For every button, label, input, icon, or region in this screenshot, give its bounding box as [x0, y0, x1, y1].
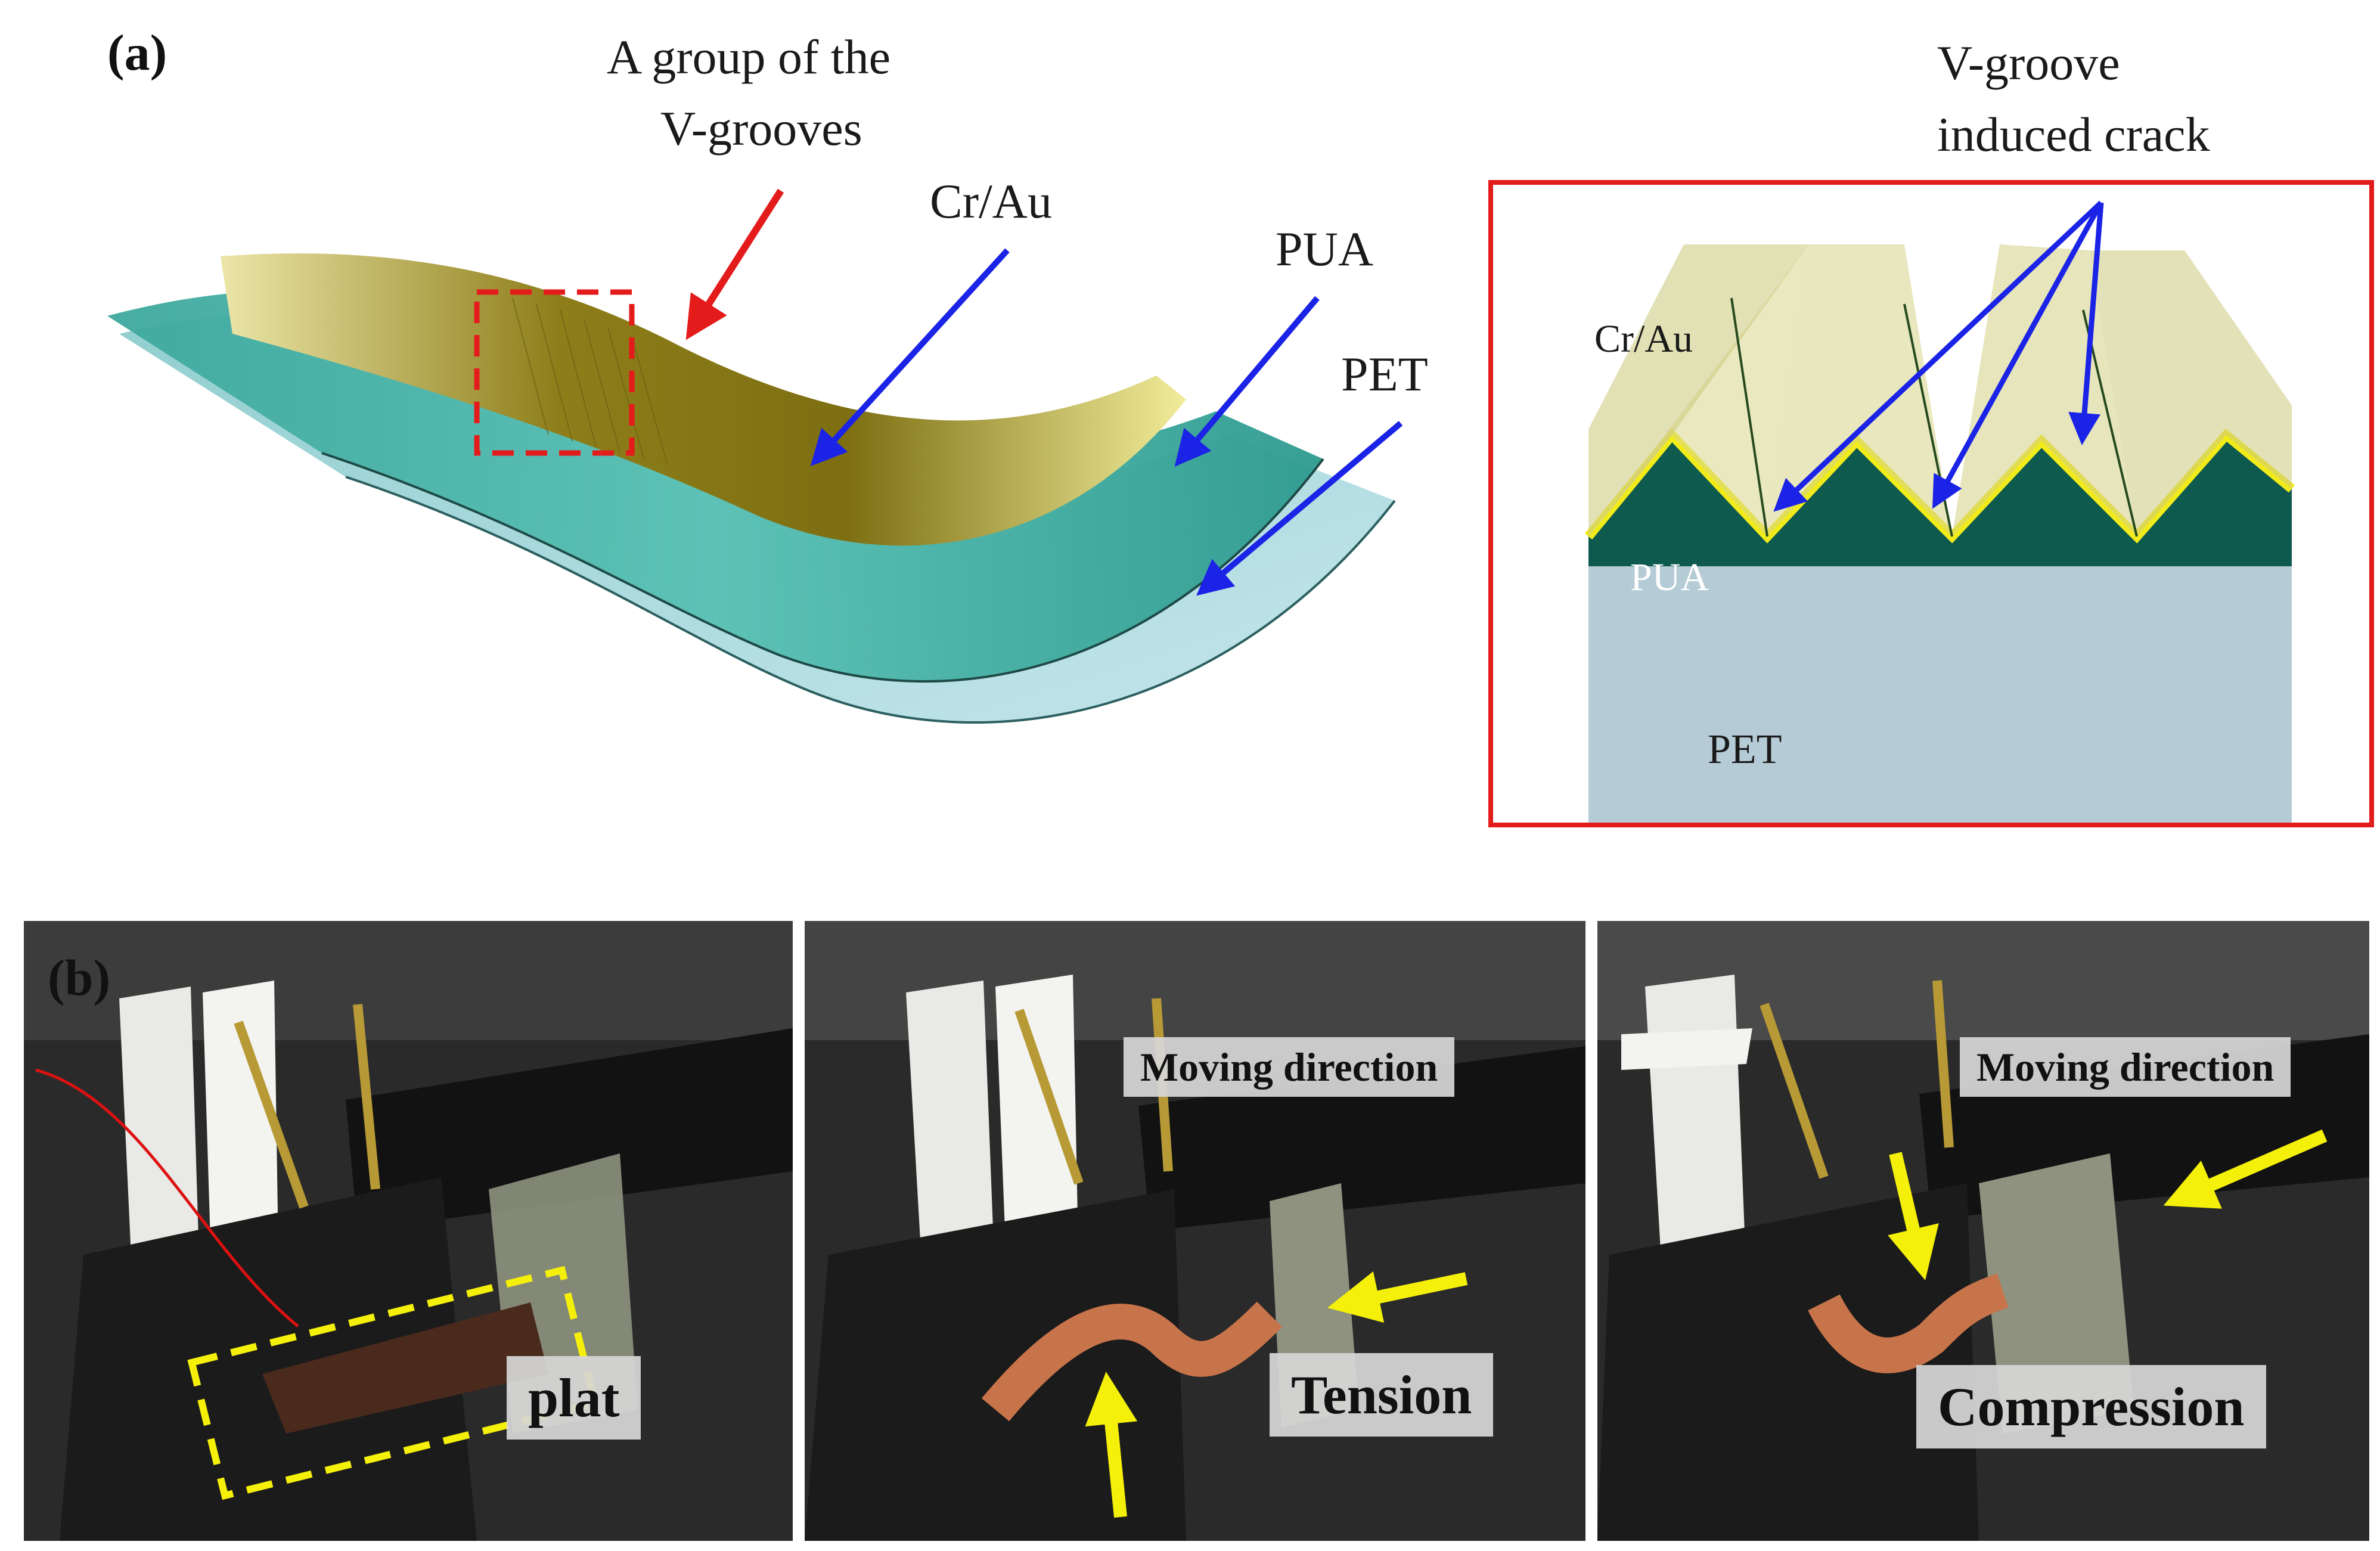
v-groove-crack-inset: Cr/Au PUA PET: [1488, 180, 2374, 827]
state-label-tension: Tension: [1270, 1353, 1494, 1437]
panel-a-letter: (a): [107, 24, 167, 81]
cr-au-electrode: [221, 253, 1186, 546]
compression-strip: [1808, 1273, 2009, 1373]
pet-label: PET: [1341, 347, 1428, 401]
v-groove-group-label-line2: V-grooves: [660, 101, 862, 156]
v-groove-area: [512, 297, 668, 466]
inset-pet-block: [1588, 566, 2292, 823]
state-label-plat: plat: [507, 1356, 641, 1440]
v-groove-group-label-line1: A group of the: [607, 30, 890, 84]
plat-highlight-box: [187, 1265, 600, 1500]
tension-up-arrow: [1085, 1372, 1138, 1518]
inset-cr-au-label: Cr/Au: [1594, 317, 1693, 361]
inset-title-line2: induced crack: [1937, 107, 2210, 162]
device-illustration: [107, 253, 1396, 724]
compression-down-arrow: [1888, 1152, 1939, 1280]
tension-moving-arrow: [1327, 1271, 1468, 1323]
photo-plat: [24, 921, 793, 1541]
tension-strip: [981, 1301, 1283, 1422]
blue-arrow-pua: [1174, 296, 1320, 467]
pua-label: PUA: [1276, 222, 1374, 276]
blue-arrow-pet: [1196, 421, 1403, 596]
red-arrow: [685, 188, 784, 340]
v-groove-highlight-box: [474, 289, 635, 456]
inset-pet-label: PET: [1708, 727, 1782, 773]
moving-direction-label-tension: Moving direction: [1124, 1037, 1455, 1097]
cr-au-label: Cr/Au: [930, 174, 1052, 228]
compression-moving-arrow: [2163, 1129, 2328, 1209]
panel-a-arrows: [685, 188, 1403, 596]
inset-pua-label: PUA: [1630, 556, 1709, 599]
blue-arrow-cr-au: [810, 248, 1010, 467]
moving-direction-label-compression: Moving direction: [1960, 1037, 2291, 1097]
photo-tension: [805, 921, 1585, 1541]
inset-title-line1: V-groove: [1937, 36, 2120, 90]
state-label-compression: Compression: [1916, 1365, 2266, 1448]
panel-b-letter: (b): [48, 949, 111, 1006]
